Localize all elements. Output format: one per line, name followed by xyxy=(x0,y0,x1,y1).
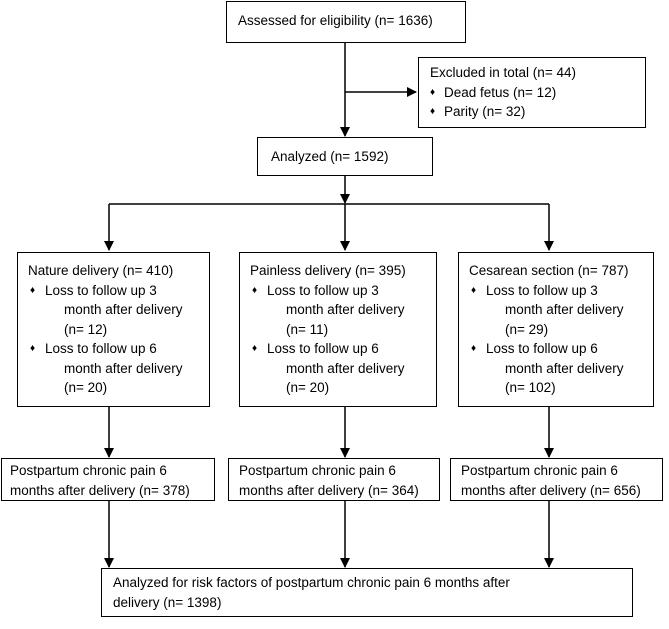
excluded-item: ♦ Parity (n= 32) xyxy=(430,102,645,122)
pain-line-2: months after delivery (n= 656) xyxy=(461,482,641,498)
pain-box-painless: Postpartum chronic pain 6 months after d… xyxy=(228,458,440,501)
pain-box-nature: Postpartum chronic pain 6 months after d… xyxy=(1,458,215,501)
loss-3-line-3: (n= 12) xyxy=(64,321,108,337)
loss-6-line-2: month after delivery xyxy=(64,360,183,376)
assessed-box: Assessed for eligibility (n= 1636) xyxy=(226,1,466,43)
loss-6-month-item: ♦ Loss to follow up 6 month after delive… xyxy=(469,339,653,398)
diamond-bullet-icon: ♦ xyxy=(430,86,436,98)
excluded-item: ♦ Dead fetus (n= 12) xyxy=(430,83,645,103)
pain-line-1: Postpartum chronic pain 6 xyxy=(239,463,396,478)
loss-3-line-1: Loss to follow up 3 xyxy=(486,282,598,298)
loss-6-month-item: ♦ Loss to follow up 6 month after delive… xyxy=(28,339,209,398)
pain-box-cesarean: Postpartum chronic pain 6 months after d… xyxy=(450,458,663,501)
diamond-bullet-icon: ♦ xyxy=(430,106,436,117)
final-box: Analyzed for risk factors of postpartum … xyxy=(101,568,633,617)
final-line-2: delivery (n= 1398) xyxy=(113,594,222,610)
loss-6-line-2: month after delivery xyxy=(286,360,405,376)
loss-3-line-1: Loss to follow up 3 xyxy=(45,282,157,298)
excluded-title: Excluded in total (n= 44) xyxy=(430,65,576,80)
loss-6-line-2: month after delivery xyxy=(505,360,624,376)
loss-6-line-3: (n= 20) xyxy=(64,380,108,395)
pain-line-1: Postpartum chronic pain 6 xyxy=(10,463,167,478)
loss-3-month-item: ♦ Loss to follow up 3 month after delive… xyxy=(250,281,436,340)
loss-3-line-1: Loss to follow up 3 xyxy=(267,282,379,298)
diamond-bullet-icon: ♦ xyxy=(30,284,36,296)
assessed-label: Assessed for eligibility (n= 1636) xyxy=(238,13,433,28)
loss-3-line-3: (n= 29) xyxy=(505,321,549,337)
diamond-bullet-icon: ♦ xyxy=(252,343,258,354)
diamond-bullet-icon: ♦ xyxy=(30,343,36,354)
group-box-nature: Nature delivery (n= 410) ♦ Loss to follo… xyxy=(17,252,210,407)
loss-6-line-3: (n= 102) xyxy=(505,380,556,395)
group-box-painless: Painless delivery (n= 395) ♦ Loss to fol… xyxy=(239,252,437,407)
loss-3-line-2: month after delivery xyxy=(64,302,183,317)
group-box-cesarean: Cesarean section (n= 787) ♦ Loss to foll… xyxy=(458,252,654,407)
diamond-bullet-icon: ♦ xyxy=(471,343,477,354)
loss-3-month-item: ♦ Loss to follow up 3 month after delive… xyxy=(469,281,653,340)
loss-6-line-1: Loss to follow up 6 xyxy=(45,341,157,356)
group-title: Painless delivery (n= 395) xyxy=(250,263,406,278)
loss-3-line-3: (n= 11) xyxy=(286,321,329,337)
loss-3-line-2: month after delivery xyxy=(505,302,624,317)
loss-6-line-3: (n= 20) xyxy=(286,380,330,395)
excluded-item-text: Parity (n= 32) xyxy=(444,104,526,119)
analyzed-label: Analyzed (n= 1592) xyxy=(271,149,389,164)
excluded-box: Excluded in total (n= 44) ♦ Dead fetus (… xyxy=(418,57,646,128)
pain-line-1: Postpartum chronic pain 6 xyxy=(461,463,618,478)
excluded-item-text: Dead fetus (n= 12) xyxy=(444,84,557,100)
group-title: Nature delivery (n= 410) xyxy=(28,263,174,278)
loss-6-line-1: Loss to follow up 6 xyxy=(486,341,598,356)
pain-line-2: months after delivery (n= 378) xyxy=(10,482,190,498)
pain-line-2: months after delivery (n= 364) xyxy=(239,482,419,498)
loss-3-line-2: month after delivery xyxy=(286,302,405,317)
final-line-1: Analyzed for risk factors of postpartum … xyxy=(113,575,510,590)
analyzed-box: Analyzed (n= 1592) xyxy=(257,137,433,176)
loss-6-line-1: Loss to follow up 6 xyxy=(267,341,379,356)
diamond-bullet-icon: ♦ xyxy=(471,284,477,296)
group-title: Cesarean section (n= 787) xyxy=(469,263,629,278)
loss-6-month-item: ♦ Loss to follow up 6 month after delive… xyxy=(250,339,436,398)
loss-3-month-item: ♦ Loss to follow up 3 month after delive… xyxy=(28,281,209,340)
diamond-bullet-icon: ♦ xyxy=(252,284,258,296)
